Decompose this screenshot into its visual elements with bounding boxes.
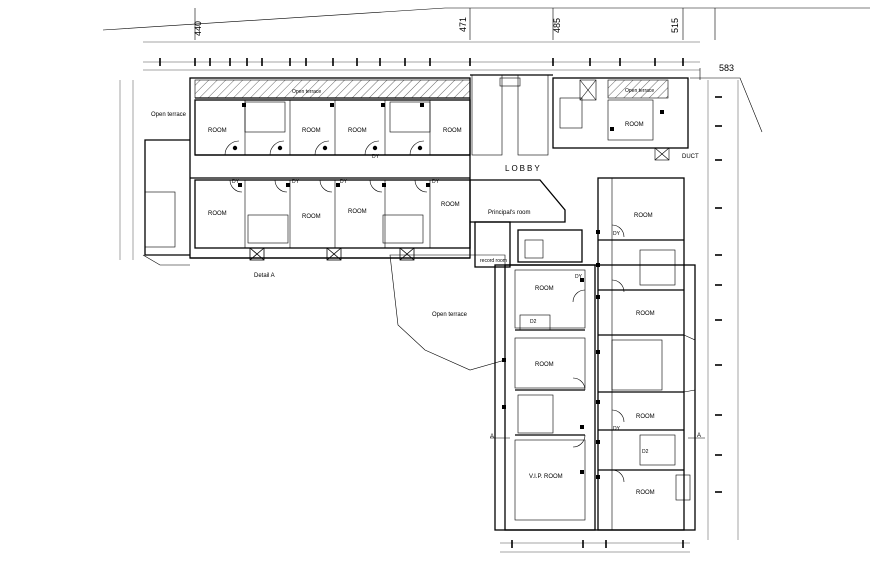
open-terrace-label: Open terrace <box>432 312 468 318</box>
site-marker-583: 583 <box>719 63 734 73</box>
room-label: ROOM <box>625 122 644 128</box>
door-tag: D2 <box>530 319 537 325</box>
site-marker-440: 440 <box>193 21 203 36</box>
central-stair <box>470 74 553 156</box>
open-terrace-label: Open terrace <box>151 112 187 118</box>
dimension-lines-left <box>119 80 134 260</box>
door-tag: DY <box>613 231 621 237</box>
detail-a-label: Detail A <box>254 273 275 279</box>
record-room-label: record room <box>480 258 507 264</box>
room-label: ROOM <box>535 362 554 368</box>
door-tag: D2 <box>642 449 649 455</box>
site-marker-471: 471 <box>458 17 468 32</box>
room-label: ROOM <box>348 209 367 215</box>
room-label: ROOM <box>208 211 227 217</box>
open-terrace-label: Open terrace <box>292 89 321 95</box>
site-marker-485: 485 <box>552 18 562 33</box>
room-label: ROOM <box>302 128 321 134</box>
site-boundary <box>102 7 870 133</box>
door-tag: DY <box>340 179 348 185</box>
door-tag: DY <box>372 154 380 160</box>
duct-label: DUCT <box>682 154 699 160</box>
site-marker-515: 515 <box>670 18 680 33</box>
dimension-lines-bottom <box>500 540 690 553</box>
room-label: ROOM <box>636 490 655 496</box>
open-terrace-label: Open terrace <box>625 88 654 94</box>
section-mark-a: A <box>697 433 701 439</box>
door-tag: DY <box>232 179 240 185</box>
right-wing <box>552 77 696 531</box>
section-mark-a: A <box>490 434 494 440</box>
room-label: ROOM <box>636 414 655 420</box>
principals-room-label: Principal's room <box>488 210 531 216</box>
room-label: ROOM <box>634 213 653 219</box>
door-tag: DY <box>432 179 440 185</box>
dimension-lines-right <box>707 80 739 540</box>
room-label: ROOM <box>441 202 460 208</box>
room-label: ROOM <box>208 128 227 134</box>
vip-room-label: V.I.P. ROOM <box>529 474 563 480</box>
room-label: ROOM <box>636 311 655 317</box>
room-label: ROOM <box>348 128 367 134</box>
door-tag: DY <box>292 179 300 185</box>
room-label: ROOM <box>302 214 321 220</box>
room-label: ROOM <box>535 286 554 292</box>
principals-room-area <box>470 179 583 268</box>
open-terrace-grid <box>389 254 506 371</box>
lower-central-rooms <box>490 110 705 531</box>
left-wing <box>142 77 471 266</box>
lobby-label: LOBBY <box>505 164 542 173</box>
room-label: ROOM <box>443 128 462 134</box>
door-tag: DY <box>613 426 621 432</box>
door-tag: DY <box>575 274 583 280</box>
dimension-lines-top <box>143 41 700 71</box>
